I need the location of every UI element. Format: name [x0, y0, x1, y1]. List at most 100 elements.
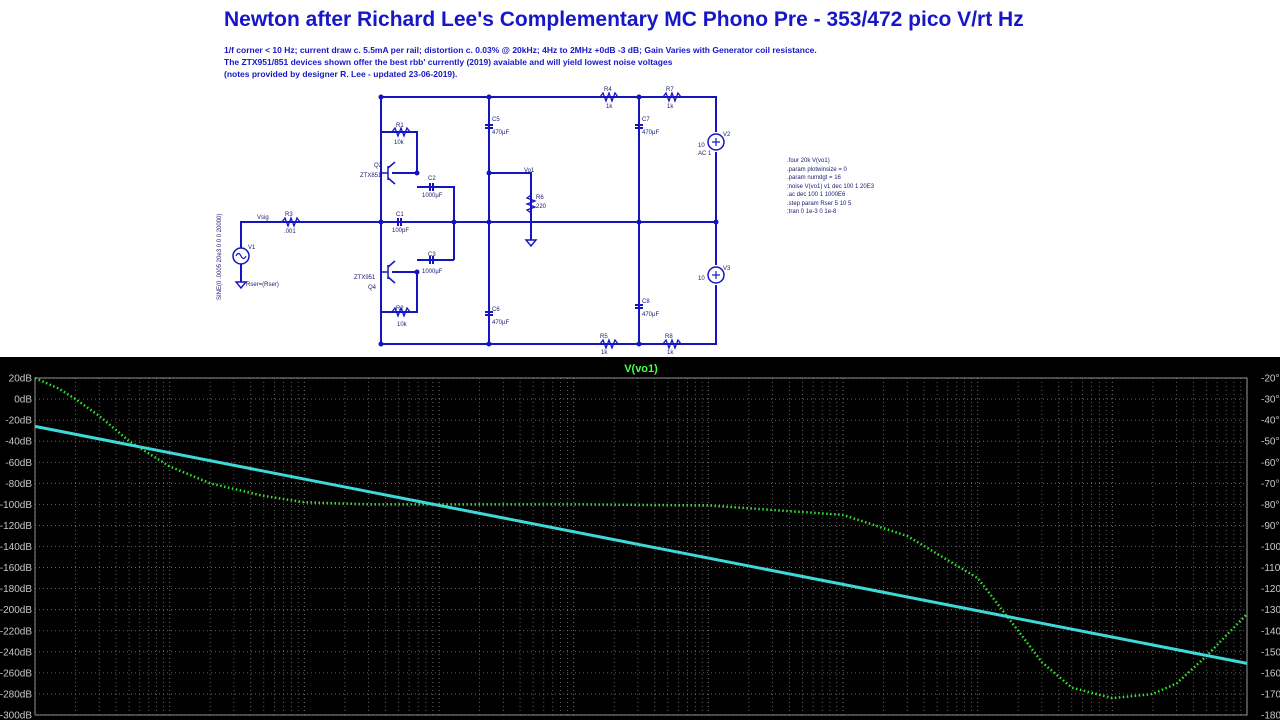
c1-label: C1: [396, 212, 404, 218]
r3-value: .001: [284, 229, 296, 235]
directive-line: .param numdgt = 16: [787, 175, 841, 181]
left-tick-label: -240dB: [0, 647, 32, 658]
right-tick-label: -30°: [1261, 395, 1279, 406]
v1-label: V1: [248, 245, 256, 251]
r5-value: 1k: [601, 350, 608, 356]
r2-value: 10k: [397, 322, 408, 328]
r8-label: R8: [665, 334, 673, 340]
plot-background: [0, 357, 1280, 720]
c2-label: C2: [428, 176, 436, 182]
v3-value: 10: [698, 276, 705, 282]
schematic-note-3: (notes provided by designer R. Lee - upd…: [224, 69, 458, 79]
schematic-title: Newton after Richard Lee's Complementary…: [224, 8, 1024, 31]
right-tick-label: -70°: [1261, 479, 1279, 490]
r8-value: 1k: [667, 350, 674, 356]
q2-type: ZTX851: [360, 173, 382, 179]
left-tick-label: -20dB: [5, 416, 32, 427]
directive-line: ;noise V(vo1) v1 dec 100 1 20E3: [787, 183, 875, 190]
left-tick-label: -300dB: [0, 711, 32, 720]
c8-value: 470µF: [642, 312, 659, 318]
spice-directives[interactable]: .four 20k V(vo1) .param plotwinsize = 0 …: [787, 157, 874, 217]
right-tick-label: -40°: [1261, 416, 1279, 427]
right-tick-label: -120°: [1261, 584, 1280, 595]
r3-label: R3: [285, 212, 293, 218]
v2-label: V2: [723, 132, 731, 138]
schematic-note-1: 1/f corner < 10 Hz; current draw c. 5.5m…: [224, 45, 817, 55]
magnitude-trace: [34, 424, 1248, 665]
right-tick-label: -150°: [1261, 647, 1280, 658]
r7-label: R7: [666, 87, 674, 93]
r1-value: 10k: [394, 140, 405, 146]
c7-value: 470µF: [642, 130, 659, 136]
right-tick-label: -160°: [1261, 668, 1280, 679]
c3-value: 1000µF: [422, 269, 443, 275]
plot-grid: [34, 377, 1248, 716]
right-tick-label: -20°: [1261, 374, 1279, 385]
c7-label: C7: [642, 117, 650, 123]
bode-plot[interactable]: 20dB0dB-20dB-40dB-60dB-80dB-100dB-120dB-…: [0, 357, 1280, 720]
right-tick-label: -100°: [1261, 542, 1280, 553]
left-tick-label: -40dB: [5, 437, 32, 448]
left-tick-label: -80dB: [5, 479, 32, 490]
right-tick-label: -50°: [1261, 437, 1279, 448]
schematic-note-2: The ZTX951/851 devices shown offer the b…: [224, 57, 673, 67]
v2-ac: AC 1: [698, 151, 712, 157]
r4-value: 1k: [606, 104, 613, 110]
left-tick-label: -220dB: [0, 626, 32, 637]
left-tick-label: -180dB: [0, 584, 32, 595]
q4-label: Q4: [368, 285, 377, 291]
left-tick-label: -260dB: [0, 668, 32, 679]
r6-label: R6: [536, 195, 544, 201]
right-tick-label: -60°: [1261, 458, 1279, 469]
c5-label: C5: [492, 117, 500, 123]
right-tick-label: -170°: [1261, 689, 1280, 700]
v2-value: 10: [698, 143, 705, 149]
vsig-net-label: Vsig: [257, 215, 269, 221]
vo1-net-label: Vo1: [524, 168, 535, 174]
q2-label: Q2: [374, 163, 383, 169]
r1-label: R1: [396, 123, 404, 129]
r2-label: R2: [396, 306, 404, 312]
right-tick-label: -110°: [1261, 563, 1280, 574]
left-tick-label: -60dB: [5, 458, 32, 469]
left-tick-label: -160dB: [0, 563, 32, 574]
directive-line: .param plotwinsize = 0: [787, 166, 847, 173]
c5-value: 470µF: [492, 130, 509, 136]
right-axis-ticks: -20° -30° -40° -50° -60° -70° -80° -90° -100° -11…: [1261, 374, 1280, 720]
c1-value: 100pF: [392, 228, 409, 234]
right-tick-label: -140°: [1261, 626, 1280, 637]
left-tick-label: -200dB: [0, 605, 32, 616]
circuit-diagram[interactable]: R1 10k R2 10k R3 .001 R4 1k R5 1k R6 220…: [0, 0, 1280, 357]
directive-line: .step param Rser 5 10 5: [787, 200, 852, 207]
left-tick-label: 0dB: [14, 395, 32, 406]
r4-label: R4: [604, 87, 612, 93]
r5-label: R5: [600, 334, 608, 340]
left-axis-ticks: 20dB0dB-20dB-40dB-60dB-80dB-100dB-120dB-…: [0, 374, 32, 720]
v3-label: V3: [723, 266, 731, 272]
left-tick-label: -140dB: [0, 542, 32, 553]
right-tick-label: -180°: [1261, 711, 1280, 720]
trace-title[interactable]: V(vo1): [624, 363, 658, 375]
left-tick-label: -280dB: [0, 689, 32, 700]
v1-sine-param: SINE(0 .0005 20e3 0 0 0 20000): [217, 214, 223, 300]
directive-line: ;tran 0 1e-3 0 1e-8: [787, 209, 837, 215]
directive-line: .four 20k V(vo1): [787, 158, 830, 164]
schematic-pane: Newton after Richard Lee's Complementary…: [0, 0, 1280, 357]
right-tick-label: -80°: [1261, 500, 1279, 511]
c6-value: 470µF: [492, 320, 509, 326]
right-tick-label: -90°: [1261, 521, 1279, 532]
r6-value: 220: [536, 204, 547, 210]
v1-param: Rser=(Rser): [246, 282, 279, 288]
left-tick-label: -120dB: [0, 521, 32, 532]
c2-value: 1000µF: [422, 193, 443, 199]
left-tick-label: 20dB: [9, 374, 33, 385]
plot-traces: [34, 376, 1248, 700]
c8-label: C8: [642, 299, 650, 305]
r7-value: 1k: [667, 104, 674, 110]
directive-line: .ac dec 100 1 1000E6: [787, 192, 846, 198]
right-tick-label: -130°: [1261, 605, 1280, 616]
c6-label: C6: [492, 307, 500, 313]
c3-label: C3: [428, 252, 436, 258]
q4-type: ZTX951: [354, 275, 376, 281]
